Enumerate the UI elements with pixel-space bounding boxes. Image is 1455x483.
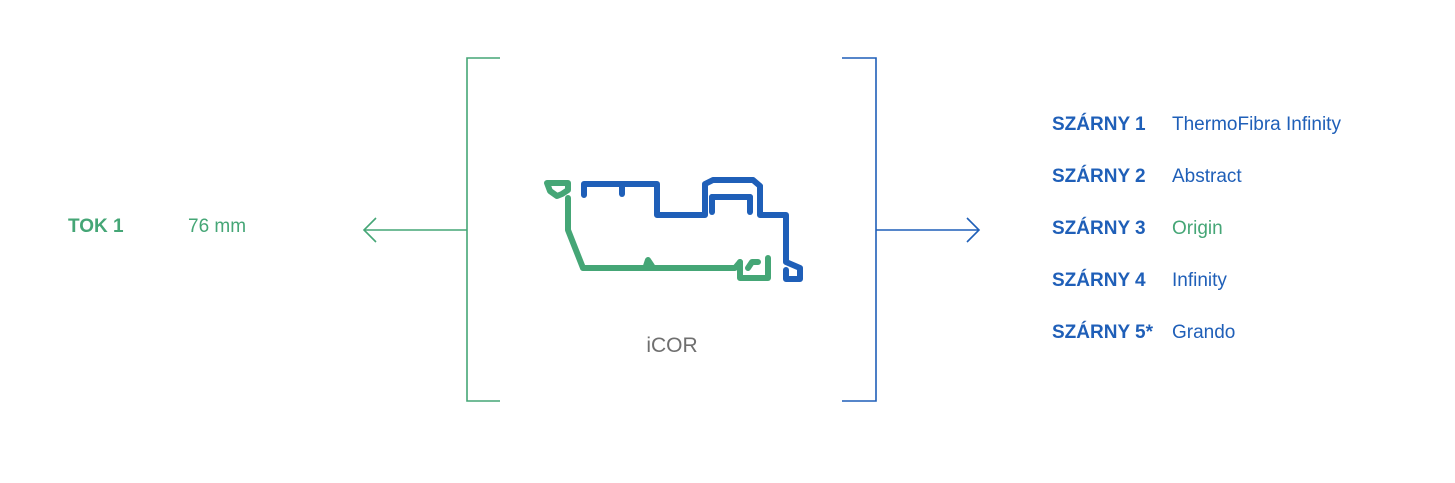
sash-label: SZÁRNY 4 — [1052, 270, 1146, 291]
sash-name: Origin — [1172, 218, 1223, 239]
sash-list: SZÁRNY 1 ThermoFibra Infinity SZÁRNY 2 A… — [1052, 114, 1432, 374]
sash-label: SZÁRNY 3 — [1052, 218, 1146, 239]
sash-label: SZÁRNY 1 — [1052, 114, 1146, 135]
list-item: SZÁRNY 1 ThermoFibra Infinity — [1052, 114, 1432, 166]
right-bracket — [842, 57, 877, 402]
sash-name: Infinity — [1172, 270, 1227, 291]
sash-name: Grando — [1172, 322, 1236, 343]
frame-depth-value: 76 mm — [188, 216, 247, 237]
profile-caption: iCOR — [646, 334, 698, 357]
sash-label: SZÁRNY 2 — [1052, 166, 1146, 187]
list-item: SZÁRNY 5* Grando — [1052, 322, 1432, 374]
sash-profile-shape — [581, 177, 803, 282]
sash-label: SZÁRNY 5* — [1052, 322, 1154, 343]
list-item: SZÁRNY 4 Infinity — [1052, 270, 1432, 322]
sash-name: ThermoFibra Infinity — [1172, 114, 1341, 135]
left-arrow-icon — [362, 217, 467, 243]
frame-profile-shape — [544, 180, 771, 281]
sash-name: Abstract — [1172, 166, 1242, 187]
list-item: SZÁRNY 3 Origin — [1052, 218, 1432, 270]
list-item: SZÁRNY 2 Abstract — [1052, 166, 1432, 218]
left-bracket — [466, 57, 500, 402]
right-arrow-icon — [876, 217, 981, 243]
frame-label: TOK 1 — [68, 216, 124, 237]
